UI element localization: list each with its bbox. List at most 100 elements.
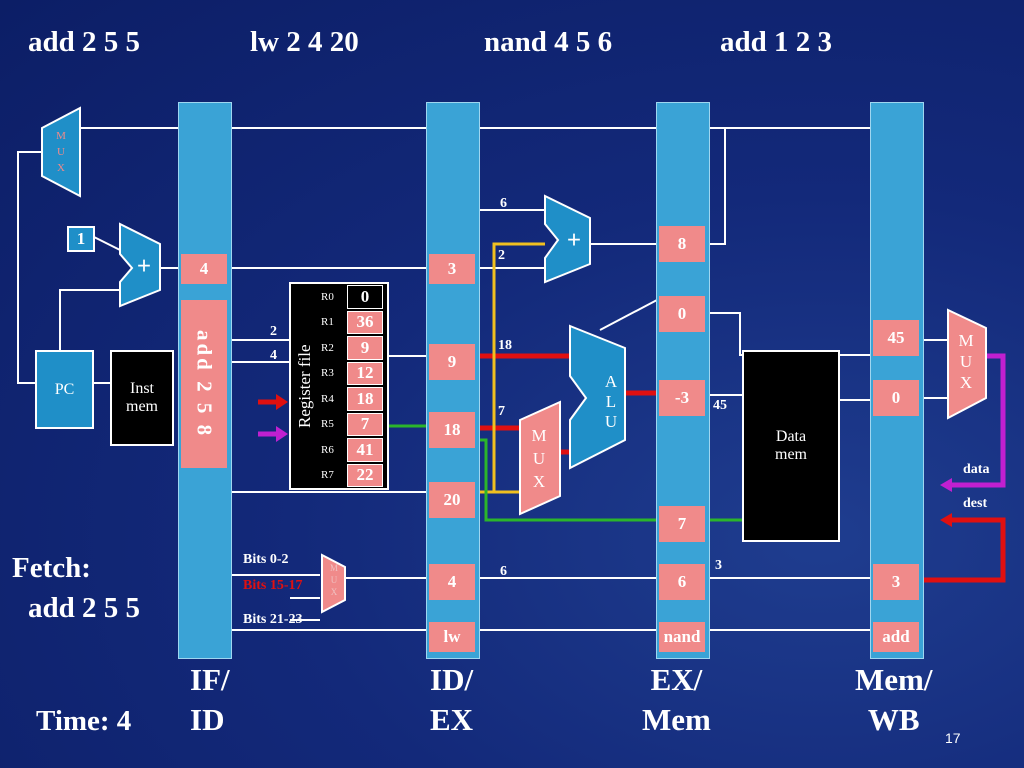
wb-mux-shape [947, 308, 987, 420]
alu-shape [569, 324, 626, 470]
bits-mux-u: U [330, 575, 338, 585]
bits-mux-x: X [330, 587, 338, 597]
pc-mux-u: U [57, 146, 65, 158]
wire-label-2: 2 [270, 324, 277, 339]
register-row: R6 41 [317, 438, 383, 462]
register-name: R5 [321, 418, 334, 431]
memwb-v1: 45 [873, 320, 919, 356]
fetch-line1: Fetch: [12, 552, 91, 584]
data-mem-box: Data mem [742, 350, 840, 542]
wb-mux-u: U [959, 352, 973, 371]
idex-v3: 18 [429, 412, 475, 448]
bits-15-17: Bits 15-17 [243, 578, 303, 593]
pc-mux-shape [41, 106, 81, 198]
register-row: R7 22 [317, 463, 383, 487]
register-name: R6 [321, 443, 334, 456]
register-name: R4 [321, 392, 334, 405]
alu-l: L [605, 392, 617, 411]
register-row: R0 0 [317, 285, 383, 309]
memwb-v2: 0 [873, 380, 919, 416]
idex-l2: EX [430, 702, 474, 737]
ifid-l2: ID [190, 702, 225, 737]
stage-idex-label: ID/EX [430, 660, 473, 740]
const-one: 1 [67, 226, 95, 252]
exmem-op: nand [659, 622, 705, 652]
wire-label-3: 3 [715, 558, 722, 573]
wb-mux-x: X [959, 373, 973, 392]
wb-mux-m: M [958, 331, 974, 350]
wire-label-7: 7 [498, 404, 505, 419]
register-name: R0 [321, 290, 334, 303]
pc-adder-shape [119, 222, 161, 308]
register-name: R2 [321, 341, 334, 354]
inst-mem-line2: mem [126, 398, 158, 415]
register-row: R4 18 [317, 387, 383, 411]
register-value: 18 [347, 387, 383, 411]
instr-2: lw 2 4 20 [250, 26, 359, 58]
register-name: R7 [321, 469, 334, 482]
ifid-l1: IF/ [190, 662, 230, 697]
register-row: R2 9 [317, 336, 383, 360]
alu-mux-label: M U X [528, 424, 550, 493]
alu-mux-x: X [532, 472, 546, 491]
fetch-line2: add 2 5 5 [28, 592, 141, 624]
time-label: Time: 4 [36, 705, 132, 737]
wire-label-2b: 2 [498, 248, 505, 263]
exmem-l2: Mem [642, 702, 711, 737]
register-value: 0 [347, 285, 383, 309]
register-name: R1 [321, 316, 334, 329]
idex-v1: 3 [429, 254, 475, 284]
idex-l1: ID/ [430, 662, 474, 697]
register-value: 7 [347, 412, 383, 436]
idex-op: lw [429, 622, 475, 652]
register-value: 41 [347, 438, 383, 462]
pc-adder-plus: + [136, 253, 152, 280]
register-value: 36 [347, 310, 383, 334]
inst-mem-line1: Inst [130, 380, 154, 397]
register-row: R3 12 [317, 361, 383, 385]
bits-mux-shape [321, 553, 346, 614]
alu-mux-u: U [532, 449, 546, 468]
register-row: R1 36 [317, 310, 383, 334]
register-value: 9 [347, 336, 383, 360]
wb-mux-label: M U X [955, 330, 977, 393]
instr-3: nand 4 5 6 [484, 26, 613, 58]
alu-a: A [604, 372, 618, 391]
bits-21-23: Bits 21-23 [243, 612, 303, 627]
memwb-l2: WB [867, 702, 920, 737]
memwb-op: add [873, 622, 919, 652]
instr-1: add 2 5 5 [28, 26, 141, 58]
memwb-l1: Mem/ [855, 662, 933, 697]
exmem-v5: 6 [659, 564, 705, 600]
stage-memwb-label: Mem/WB [855, 660, 932, 740]
bits-mux-m: M [329, 563, 338, 573]
register-file-label: Register file [295, 344, 314, 428]
ifid-pcplus: 4 [181, 254, 227, 284]
register-name: R3 [321, 367, 334, 380]
bits-0-2: Bits 0-2 [243, 552, 289, 567]
exmem-l1: EX/ [650, 662, 703, 697]
register-row: R5 7 [317, 412, 383, 436]
wire-label-dest: dest [963, 496, 988, 511]
idex-v2: 9 [429, 344, 475, 380]
alu-u: U [604, 412, 618, 431]
pc-mux-m: M [56, 130, 66, 142]
exmem-v3: -3 [659, 380, 705, 416]
alu-mux-m: M [531, 426, 547, 445]
wire-label-6-mid: 6 [500, 564, 507, 579]
exmem-v4: 7 [659, 506, 705, 542]
data-mem-line2: mem [775, 446, 807, 463]
alu-label: A L U [600, 372, 622, 432]
register-value: 22 [347, 463, 383, 487]
wire-label-data: data [963, 462, 990, 477]
wire-label-6-top: 6 [500, 196, 507, 211]
data-mem-line1: Data [775, 428, 807, 445]
bits-mux-label: M U X [326, 562, 342, 598]
memwb-v3: 3 [873, 564, 919, 600]
idex-v4: 20 [429, 482, 475, 518]
instr-4: add 1 2 3 [720, 26, 833, 58]
register-value: 12 [347, 361, 383, 385]
